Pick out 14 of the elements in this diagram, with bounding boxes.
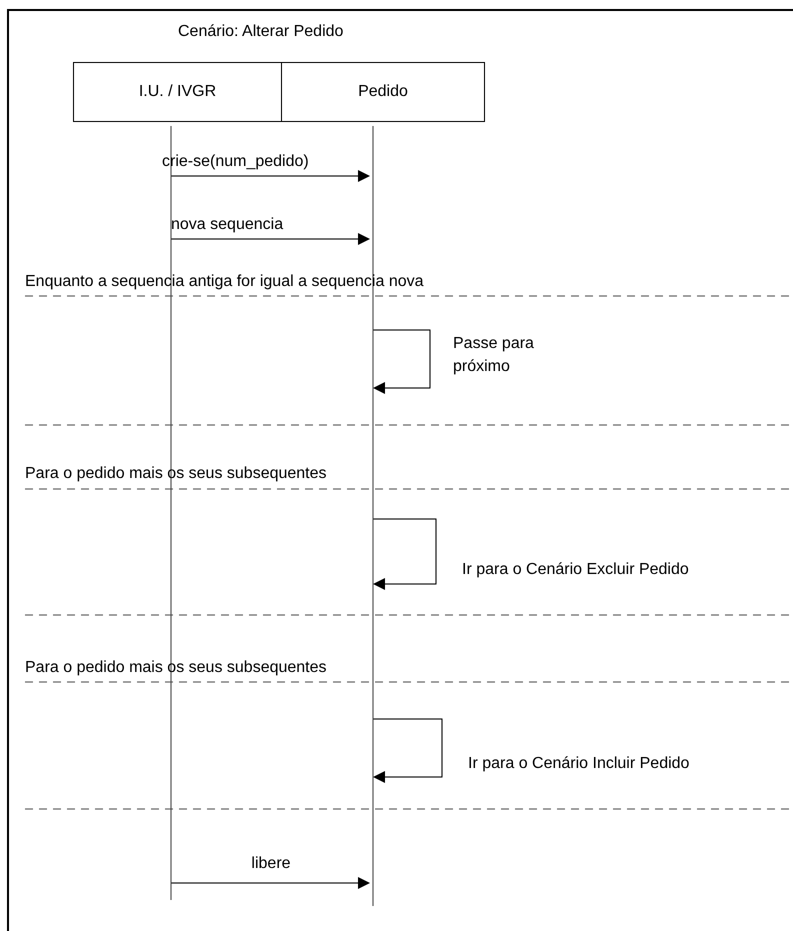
message-arrow [372,518,436,590]
object-box: I.U. / IVGR [73,62,282,122]
message-label: Passe para próximo [453,334,535,378]
message-arrow [372,718,442,783]
message-arrow [170,233,370,245]
message-label: libere [250,854,292,874]
message-label: Ir para o Cenário Incluir Pedido [468,754,690,774]
message-label: Ir para o Cenário Excluir Pedido [462,560,690,580]
message-label: nova sequencia [171,215,284,235]
message-arrow [372,330,430,394]
message-arrow [170,877,370,889]
diagram-title: Cenário: Alterar Pedido [178,22,344,42]
object-box: Pedido [281,62,485,122]
message-arrow [170,170,370,182]
